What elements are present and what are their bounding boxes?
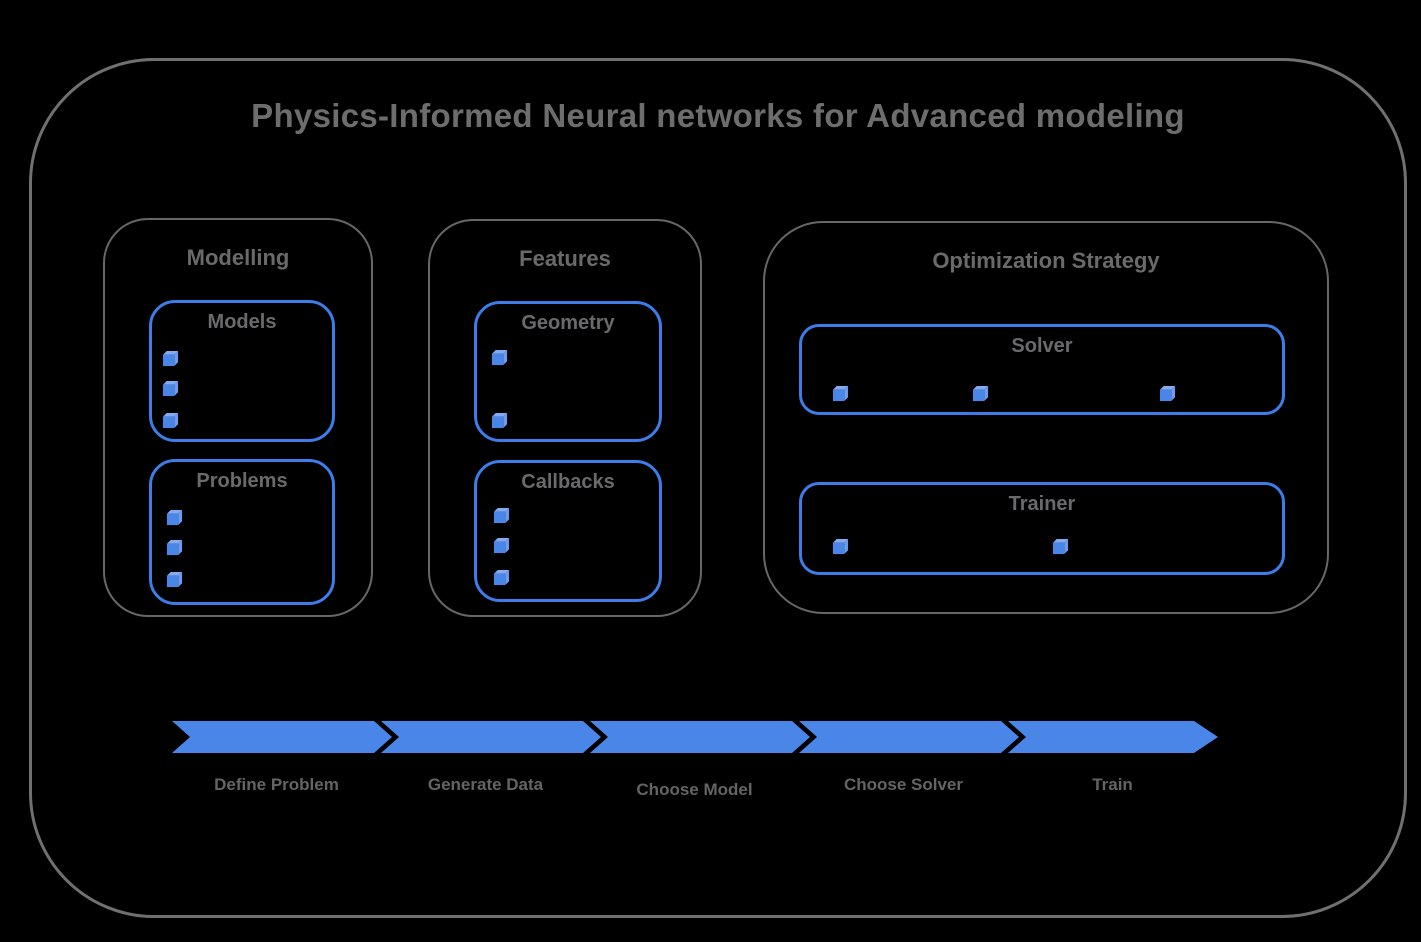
page-title: Physics-Informed Neural networks for Adv… [251, 97, 1185, 134]
box-title-trainer: Trainer [1008, 493, 1076, 515]
cube-icon [166, 539, 183, 556]
flow-arrow-segment [172, 721, 392, 753]
main-container [29, 58, 1407, 918]
flow-step-label: Generate Data [427, 775, 544, 794]
box-title-callbacks: Callbacks [521, 471, 615, 493]
group-title-optimization-strategy: Optimization Strategy [932, 248, 1160, 273]
group-title-features: Features [519, 246, 611, 271]
cube-icon [832, 385, 849, 402]
cube-icon [166, 571, 183, 588]
cube-icon [1159, 385, 1176, 402]
box-geometry: Geometry [474, 301, 662, 442]
group-box-features: Features Geometry Callbacks [428, 219, 702, 617]
cube-icon [493, 537, 510, 554]
cube-icon [162, 350, 179, 367]
cube-icon [832, 538, 849, 555]
cube-icon [972, 385, 989, 402]
cube-icon [491, 349, 508, 366]
cube-icon [493, 569, 510, 586]
flow-step-label: Choose Model [636, 780, 753, 799]
group-title-modelling: Modelling [186, 245, 290, 270]
box-trainer: Trainer [799, 482, 1285, 575]
box-models: Models [149, 300, 335, 442]
cube-icon [162, 380, 179, 397]
cube-icon [162, 412, 179, 429]
flow-arrow-segment [590, 721, 810, 753]
box-title-models: Models [207, 311, 277, 333]
cube-icon [166, 509, 183, 526]
flow-arrow-segment [799, 721, 1019, 753]
cube-icon [491, 412, 508, 429]
flow-step-label: Define Problem [214, 775, 339, 794]
box-title-solver: Solver [1011, 335, 1073, 357]
flow-step-label: Choose Solver [843, 775, 964, 794]
flow-step-label: Train [1092, 775, 1133, 794]
flow-arrow-segment [1008, 721, 1218, 753]
flow-arrow-segment [381, 721, 601, 753]
box-title-problems: Problems [196, 470, 288, 492]
cube-icon [493, 507, 510, 524]
box-solver: Solver [799, 324, 1285, 415]
group-box-modelling: Modelling Models Problems [103, 218, 373, 617]
box-callbacks: Callbacks [474, 460, 662, 602]
box-title-geometry: Geometry [521, 312, 615, 334]
group-box-optimization-strategy: Optimization Strategy Solver Trainer [763, 221, 1329, 614]
box-problems: Problems [149, 459, 335, 605]
cube-icon [1052, 538, 1069, 555]
